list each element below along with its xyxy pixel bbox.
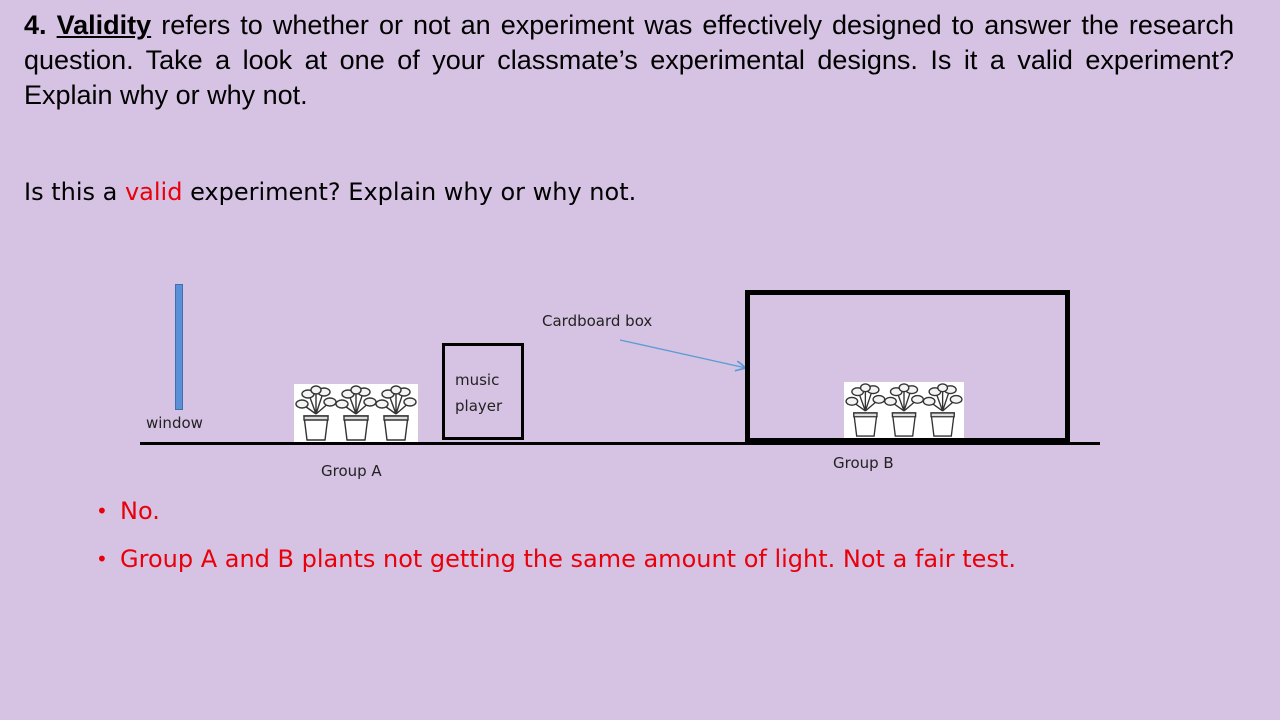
diagram-question: Is this a valid experiment? Explain why …	[24, 176, 636, 208]
answer-list: • No. • Group A and B plants not getting…	[96, 494, 1016, 590]
window-label: window	[146, 414, 203, 432]
answer-text: Group A and B plants not getting the sam…	[120, 545, 1016, 573]
group-a-label: Group A	[321, 462, 382, 480]
bullet-icon: •	[96, 499, 108, 523]
prompt-heading: 4. Validity refers to whether or not an …	[24, 8, 1234, 113]
answer-item: • No.	[96, 494, 1016, 542]
group-b-label: Group B	[833, 454, 894, 472]
bullet-icon: •	[96, 547, 108, 571]
prompt-text: refers to whether or not an experiment w…	[24, 10, 1234, 110]
cardboard-box-arrow	[619, 339, 746, 368]
answer-text: No.	[120, 497, 160, 525]
question-highlight: valid	[124, 178, 183, 206]
validity-term: Validity	[56, 10, 152, 40]
question-text-before: Is this a	[24, 178, 125, 206]
music-player-label-line2: player	[455, 397, 503, 415]
music-player-box: music player	[442, 343, 524, 440]
question-text-after: experiment? Explain why or why not.	[182, 178, 637, 206]
potted-plants-icon	[845, 383, 963, 437]
group-b-plants	[844, 382, 964, 438]
cardboard-box-shape	[745, 290, 1070, 443]
cardboard-box-label: Cardboard box	[542, 312, 653, 330]
music-player-label-line1: music	[455, 371, 500, 389]
potted-plants-icon	[295, 385, 417, 441]
ground-line	[140, 442, 1100, 445]
question-number: 4.	[24, 10, 47, 40]
answer-item: • Group A and B plants not getting the s…	[96, 542, 1016, 590]
group-a-plants	[294, 384, 418, 442]
window-shape	[175, 284, 183, 410]
